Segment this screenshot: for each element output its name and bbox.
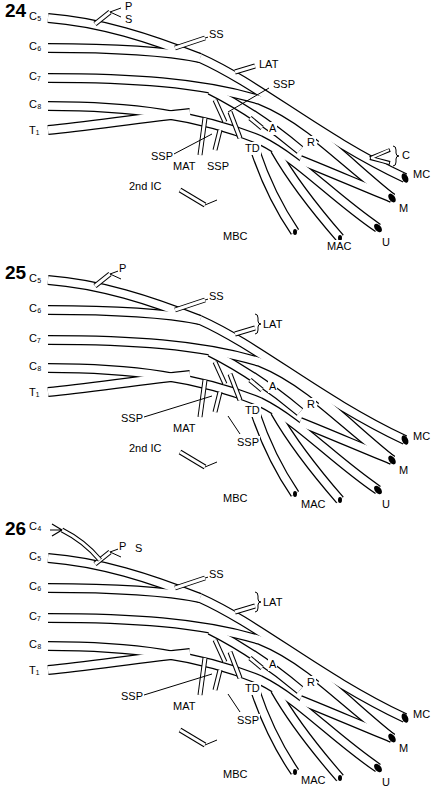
nerve-label: SS [208,28,225,41]
nerve-label: S [124,13,133,26]
nerve-label: M [398,202,409,215]
nerve-label: SS [208,568,225,581]
nerve-label: LAT [258,58,279,71]
nerve-label: U [381,498,391,511]
nerve-label: 2nd IC [128,180,162,193]
nerve-label: MC [412,430,431,443]
figure-25 [48,270,410,503]
nerve-label: SSP [272,78,296,91]
nerve-label: U [381,776,391,789]
nerve-label: MAC [300,498,326,511]
figure-number: 25 [4,262,27,283]
nerve-label: U [381,236,391,249]
nerve-label: MC [412,168,431,181]
nerve-label: MBC [222,768,248,781]
figure-number: 24 [4,0,27,21]
nerve-label: SSP [120,412,144,425]
nerve-label: LAT [262,318,283,331]
nerve-label: P [118,262,127,275]
nerve-label: SSP [120,690,144,703]
nerve-label: C₇ [28,610,42,623]
nerve-label: C₄ [28,520,42,533]
nerve-label: TD [244,142,261,155]
nerve-label: C₇ [28,70,42,83]
nerve-label: SSP [236,436,260,449]
nerve-label: C₆ [28,580,42,593]
nerve-label: MAT [172,700,196,713]
nerve-label: T₁ [28,124,40,137]
nerve-label: T₁ [28,664,40,677]
nerve-label: C₆ [28,302,42,315]
nerve-label: MAT [172,160,196,173]
nerve-label: C₆ [28,40,42,53]
nerve-label: M [398,464,409,477]
nerve-label: M [398,742,409,755]
nerve-label: SSP [236,714,260,727]
nerve-label: C₈ [28,360,43,373]
figure-26 [48,524,410,781]
nerve-label: 2nd IC [128,442,162,455]
nerve-label: A [268,380,277,393]
nerve-label: SS [208,290,225,303]
nerve-label: MAT [172,422,196,435]
nerve-label: MBC [222,230,248,243]
nerve-label: MBC [222,492,248,505]
nerve-label: LAT [262,596,283,609]
nerve-label: A [268,122,277,135]
nerve-label: C₇ [28,332,42,345]
nerve-label: SSP [206,160,230,173]
nerve-label: T₁ [28,386,40,399]
nerve-label: R [306,398,316,411]
nerve-label: R [306,136,316,149]
figure-24 [48,8,410,241]
nerve-label: C₈ [28,98,43,111]
nerve-label: S [134,542,143,555]
nerve-label: R [306,676,316,689]
nerve-label: MAC [326,240,352,253]
nerve-label: P [124,0,133,13]
nerve-label: A [268,658,277,671]
figure-number: 26 [4,518,27,539]
nerve-label: C [401,149,411,162]
nerve-label: MAC [300,774,326,787]
nerve-label: C₅ [28,550,42,563]
nerve-label: P [118,540,127,553]
nerve-label: C₅ [28,272,42,285]
nerve-label: MC [412,708,431,721]
nerve-label: TD [244,682,261,695]
nerve-label: C₅ [28,10,42,23]
nerve-label: TD [244,404,261,417]
nerve-label: SSP [150,150,174,163]
nerve-label: C₈ [28,638,43,651]
